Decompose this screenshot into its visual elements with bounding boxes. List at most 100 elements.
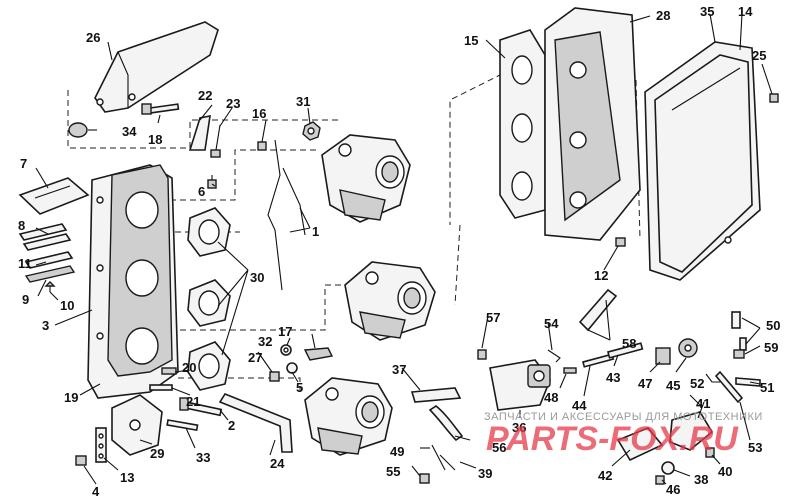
callout-58: 58 xyxy=(622,336,636,351)
callout-49: 49 xyxy=(390,444,404,459)
callout-48: 48 xyxy=(544,390,558,405)
callout-40: 40 xyxy=(718,464,732,479)
callout-31: 31 xyxy=(296,94,310,109)
part-53-hose xyxy=(714,370,744,404)
callout-17: 17 xyxy=(278,324,292,339)
callout-42: 42 xyxy=(598,468,612,483)
part-10-screw xyxy=(44,281,56,292)
callout-36: 36 xyxy=(512,420,526,435)
callout-10: 10 xyxy=(60,298,74,313)
callout-35: 35 xyxy=(700,4,714,19)
callout-55: 55 xyxy=(386,464,400,479)
part-18-bolt xyxy=(141,103,180,115)
part-49-hose xyxy=(431,444,446,471)
part-31-nut xyxy=(302,121,321,141)
callout-28: 28 xyxy=(656,8,670,23)
callout-4: 4 xyxy=(92,484,100,499)
callout-7: 7 xyxy=(20,156,27,171)
part-25-screw xyxy=(769,93,779,103)
part-9-reed-stop xyxy=(24,265,76,283)
callout-34: 34 xyxy=(122,124,137,139)
callout-3: 3 xyxy=(42,318,49,333)
callout-59: 59 xyxy=(764,340,778,355)
part-54-spring xyxy=(547,349,561,363)
carburetor-middle xyxy=(344,261,436,341)
part-2-bolt xyxy=(179,397,223,417)
part-55-screw xyxy=(419,473,430,484)
callout-45: 45 xyxy=(666,378,680,393)
part-12-screw xyxy=(615,237,626,247)
callout-56: 56 xyxy=(492,440,506,455)
callout-52: 52 xyxy=(690,376,704,391)
callout-18: 18 xyxy=(148,132,162,147)
part-57-screw xyxy=(477,349,487,360)
part-47-spring xyxy=(655,347,671,365)
callout-2: 2 xyxy=(228,418,235,433)
part-36-fuel-pump xyxy=(489,359,551,411)
part-13-plate xyxy=(95,427,107,463)
callout-numbers: 1 2 3 4 5 6 7 8 9 10 11 12 13 14 15 16 1… xyxy=(18,4,780,499)
callout-16: 16 xyxy=(252,106,266,121)
part-22-bracket xyxy=(188,114,211,151)
part-51-hose xyxy=(735,377,761,387)
part-29-bracket xyxy=(111,394,163,456)
part-56-clamp xyxy=(428,405,464,442)
callout-37: 37 xyxy=(392,362,406,377)
watermark-logo: PARTS-FOX.RU xyxy=(486,420,739,458)
callout-29: 29 xyxy=(150,446,164,461)
part-32-washer xyxy=(280,344,292,356)
part-39-hose xyxy=(439,454,456,471)
callout-21: 21 xyxy=(186,394,200,409)
callout-14: 14 xyxy=(738,4,753,19)
part-38-washer xyxy=(661,461,675,475)
callout-6: 6 xyxy=(198,184,205,199)
callout-30: 30 xyxy=(250,270,264,285)
callout-20: 20 xyxy=(182,360,196,375)
part-52-hose xyxy=(689,394,701,406)
part-40-screw xyxy=(705,447,715,458)
part-7-reed-plate xyxy=(18,177,90,215)
callout-51: 51 xyxy=(760,380,774,395)
watermark: ЗАПЧАСТИ И АКСЕССУАРЫ ДЛЯ МОТОТЕХНИКИ PA… xyxy=(484,411,762,458)
callout-23: 23 xyxy=(226,96,240,111)
part-27-screw xyxy=(269,371,280,382)
callout-46: 46 xyxy=(666,482,680,497)
callout-26: 26 xyxy=(86,30,100,45)
callout-27: 27 xyxy=(248,350,262,365)
callout-33: 33 xyxy=(196,450,210,465)
part-45-gear xyxy=(678,338,698,358)
part-43-pin xyxy=(607,342,644,359)
callout-19: 19 xyxy=(64,390,78,405)
callout-22: 22 xyxy=(198,88,212,103)
part-15-gasket xyxy=(499,29,546,219)
callout-38: 38 xyxy=(694,472,708,487)
part-41-check-valve xyxy=(669,411,714,451)
part-14-outer-cover xyxy=(654,54,753,273)
carburetor-upper xyxy=(321,134,411,223)
part-58-hose xyxy=(578,288,618,332)
callout-15: 15 xyxy=(464,33,478,48)
part-50-connectors xyxy=(731,311,747,351)
callout-1: 1 xyxy=(312,224,319,239)
callout-54: 54 xyxy=(544,316,559,331)
part-23-screw xyxy=(210,124,221,158)
part-3-intake-manifold xyxy=(87,164,179,399)
part-1-linkage-rods xyxy=(267,139,306,291)
part-11-reed xyxy=(24,251,74,269)
callout-12: 12 xyxy=(594,268,608,283)
callout-13: 13 xyxy=(120,470,134,485)
part-59-fitting xyxy=(733,349,745,359)
part-17-link xyxy=(303,347,334,361)
callout-9: 9 xyxy=(22,292,29,307)
part-33-bolt xyxy=(166,419,199,432)
part-34-plug xyxy=(68,122,88,138)
callout-43: 43 xyxy=(606,370,620,385)
part-24-hose xyxy=(218,393,293,453)
part-46-screw xyxy=(655,475,665,485)
part-16-clip xyxy=(257,141,267,151)
leader-lines xyxy=(35,13,773,485)
part-37-fitting xyxy=(410,387,462,403)
callout-5: 5 xyxy=(296,380,303,395)
carburetor-lower xyxy=(304,377,393,456)
